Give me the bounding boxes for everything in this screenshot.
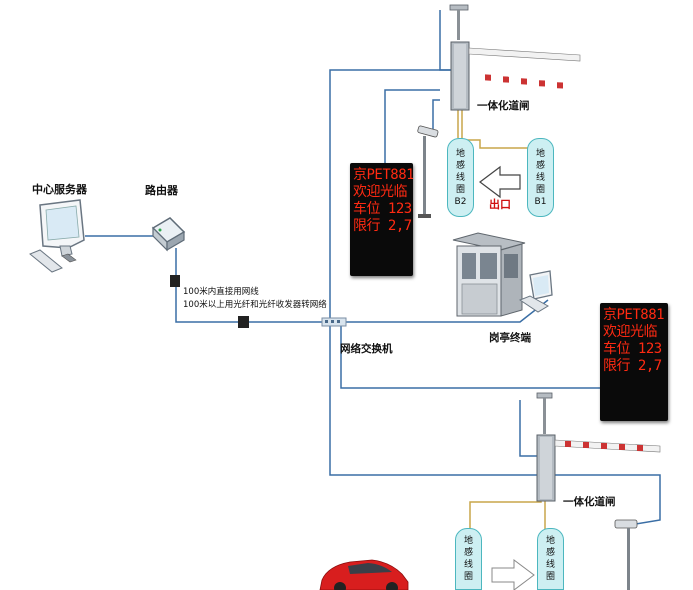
gate-bottom-label: 一体化道闸 bbox=[563, 496, 616, 508]
led-display-right: 京PET881 欢迎光临 车位 123 限行 2,7 bbox=[600, 303, 668, 421]
router-device bbox=[151, 217, 186, 252]
barrier-gate-bottom bbox=[536, 434, 661, 502]
led-line: 京PET881 bbox=[353, 167, 413, 183]
red-car bbox=[319, 559, 409, 590]
loop-b1-char: 线 bbox=[535, 172, 545, 183]
booth-terminal-label: 岗亭终端 bbox=[489, 332, 531, 344]
led-line: 限行 2,7 bbox=[603, 358, 662, 374]
loop-b2-char: 线 bbox=[455, 172, 465, 183]
led-display-top: 京PET881 欢迎光临 车位 123 限行 2,7 bbox=[350, 163, 413, 276]
loop-b2-id: B2 bbox=[454, 196, 467, 207]
media-converter-1 bbox=[170, 275, 180, 287]
led-line: 欢迎光临 bbox=[353, 184, 408, 200]
barrier-gate-top bbox=[450, 41, 581, 111]
booth-terminal-computer bbox=[518, 270, 553, 313]
entrance-arrow bbox=[491, 559, 535, 590]
loop-bottom-right-char: 圈 bbox=[545, 572, 555, 582]
loop-bottom-right: 地 感 线 圈 bbox=[537, 528, 564, 590]
loop-b1-char: 感 bbox=[535, 160, 545, 171]
loop-bottom-left: 地 感 线 圈 bbox=[455, 528, 482, 590]
server-computer bbox=[29, 199, 85, 273]
loop-b2: 地 感 线 圈 B2 bbox=[447, 138, 474, 217]
loop-bottom-right-char: 地 bbox=[545, 536, 555, 546]
led-line: 欢迎光临 bbox=[603, 324, 658, 340]
switch-display-right-line bbox=[340, 322, 615, 389]
loop-b2-char: 地 bbox=[455, 148, 465, 159]
network-lines bbox=[85, 10, 661, 526]
guard-booth bbox=[452, 232, 526, 317]
cable-note-line1: 100米内直接用网线 bbox=[183, 287, 259, 297]
loop-b2-char: 圈 bbox=[455, 184, 465, 195]
router-switch-line bbox=[175, 248, 330, 323]
loop-bottom-left-char: 感 bbox=[463, 548, 473, 558]
gate-bottom-camera-line bbox=[519, 400, 541, 457]
loop-b1: 地 感 线 圈 B1 bbox=[527, 138, 554, 217]
media-converter-2 bbox=[238, 316, 249, 328]
switch-label: 网络交换机 bbox=[340, 343, 393, 355]
camera-bottom bbox=[536, 392, 553, 434]
cable-note-line2: 100米以上用光纤和光纤收发器转网络 bbox=[183, 300, 327, 310]
router-label: 路由器 bbox=[145, 184, 178, 197]
gate-top-camera2-line bbox=[432, 99, 440, 130]
led-line: 限行 2,7 bbox=[353, 218, 412, 234]
camera-mid bbox=[417, 125, 439, 218]
switch-gate-top-line bbox=[329, 69, 457, 322]
exit-label: 出口 bbox=[489, 198, 511, 211]
led-line: 车位 123 bbox=[353, 201, 412, 217]
loop-bottom-left-char: 地 bbox=[463, 536, 473, 546]
network-switch bbox=[321, 317, 347, 327]
loop-b1-char: 圈 bbox=[535, 184, 545, 195]
camera-bottom-right bbox=[614, 519, 638, 590]
gate-top-display-line bbox=[384, 89, 440, 166]
loop-bottom-right-char: 线 bbox=[545, 560, 555, 570]
camera-top-right bbox=[449, 4, 469, 40]
loop-b1-id: B1 bbox=[534, 196, 547, 207]
gate-top-label: 一体化道闸 bbox=[477, 100, 530, 112]
loop-bottom-left-char: 线 bbox=[463, 560, 473, 570]
loop-bottom-right-char: 感 bbox=[545, 548, 555, 558]
gate-bottom-camera2-line bbox=[555, 474, 661, 526]
loop-b2-char: 感 bbox=[455, 160, 465, 171]
led-line: 车位 123 bbox=[603, 341, 662, 357]
exit-arrow bbox=[479, 165, 521, 199]
server-label: 中心服务器 bbox=[32, 183, 87, 196]
loop-bottom-left-char: 圈 bbox=[463, 572, 473, 582]
switch-gate-bottom-line bbox=[329, 322, 541, 476]
led-line: 京PET881 bbox=[603, 307, 665, 323]
loop-b1-char: 地 bbox=[535, 148, 545, 159]
